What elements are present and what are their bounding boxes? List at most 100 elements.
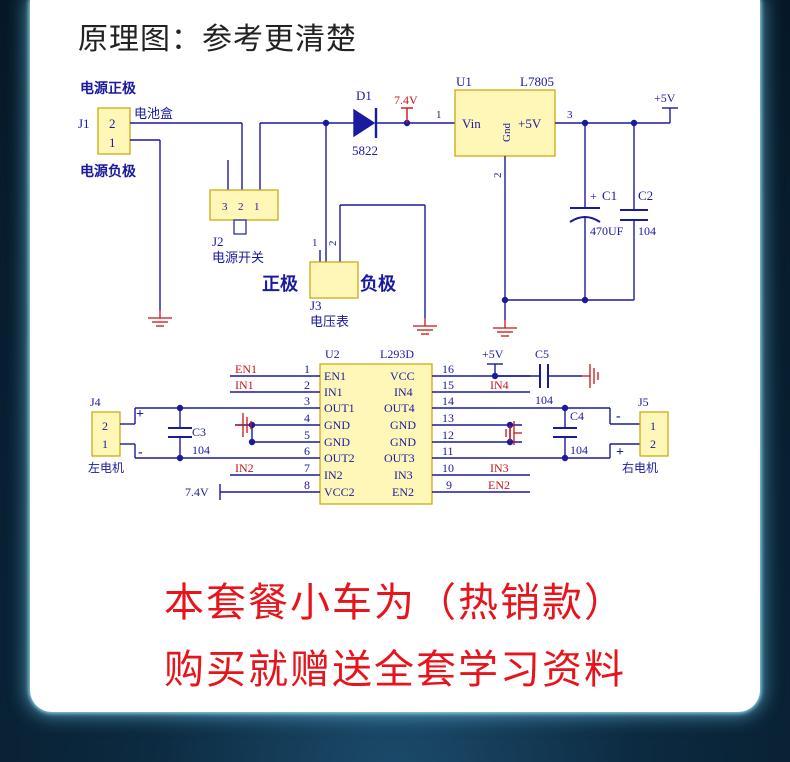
u2-pin-11-name: OUT3 xyxy=(384,451,415,465)
page-title: 原理图：参考更清楚 xyxy=(78,22,357,57)
j5-name: 右电机 xyxy=(622,460,658,475)
c4-value: 104 xyxy=(570,443,588,457)
net-in1: IN1 xyxy=(235,378,254,392)
c3-value: 104 xyxy=(192,443,210,457)
u2-pin-6-name: OUT2 xyxy=(324,451,355,465)
u2-pin-12-name: GND xyxy=(390,435,416,449)
net-en1: EN1 xyxy=(235,362,257,376)
u1-pin2: 2 xyxy=(492,173,504,179)
j4-name: 左电机 xyxy=(88,460,124,475)
u2-pin-12-num: 12 xyxy=(442,428,454,442)
net-in4: IN4 xyxy=(490,378,509,392)
u2-pin-1-num: 1 xyxy=(304,362,310,376)
j5-ref: J5 xyxy=(638,395,649,409)
u2-pin-2-name: IN1 xyxy=(324,385,343,399)
u1-part: L7805 xyxy=(520,74,554,89)
promo-line-2: 购买就赠送全套学习资料 xyxy=(164,647,626,693)
j2-pin2: 2 xyxy=(238,201,244,213)
j4-pin1: 1 xyxy=(102,437,108,451)
u2-pin-13-num: 13 xyxy=(442,411,454,425)
u2-pin-4-name: GND xyxy=(324,418,350,432)
u1-gnd: Gnd xyxy=(501,123,513,142)
vcc2-label: 7.4V xyxy=(185,485,209,499)
d1-ref: D1 xyxy=(356,88,372,103)
driver-section xyxy=(91,363,669,505)
u1-vin: Vin xyxy=(462,116,481,131)
u2-driver-ic xyxy=(319,363,433,505)
j4-pin2: 2 xyxy=(102,419,108,433)
u2-pin-10-num: 10 xyxy=(442,461,454,475)
j3-neg: 负极 xyxy=(360,273,397,294)
c5-value: 104 xyxy=(535,393,553,407)
u2-pin-6-num: 6 xyxy=(304,444,310,458)
ground-j1 xyxy=(147,309,173,327)
u2-pin-16-name: VCC xyxy=(390,369,415,383)
u1-ref: U1 xyxy=(456,74,472,89)
j5-pin2: 2 xyxy=(650,437,656,451)
c4-ref: C4 xyxy=(570,409,584,423)
u1-pin3: 3 xyxy=(567,109,573,121)
j3-voltmeter xyxy=(309,261,359,299)
u2-pin-15-name: IN4 xyxy=(394,385,413,399)
j4-plus: + xyxy=(136,407,144,422)
j3-ref: J3 xyxy=(310,298,322,313)
j3-pin2: 2 xyxy=(327,241,339,247)
ground-c5 xyxy=(581,363,599,389)
d1-diode xyxy=(353,108,376,138)
u2-pin-3-name: OUT1 xyxy=(324,401,355,415)
u2-pin-5-num: 5 xyxy=(304,428,310,442)
driver-labels: U2 L293D 1 2 3 4 5 6 7 8 EN1 IN1 OUT1 GN… xyxy=(88,347,658,499)
net-in2: IN2 xyxy=(235,461,254,475)
u2-pin-4-num: 4 xyxy=(304,411,310,425)
u2-pin-3-num: 3 xyxy=(304,394,310,408)
c1-value: 470UF xyxy=(590,224,624,238)
promo-line-1: 本套餐小车为（热销款） xyxy=(164,580,626,626)
j1-ref: J1 xyxy=(78,116,90,131)
j3-pin1: 1 xyxy=(312,237,318,249)
u2-pin-7-name: IN2 xyxy=(324,468,343,482)
j2-name: 电源开关 xyxy=(212,250,264,265)
d1-voltage: 7.4V xyxy=(394,93,418,107)
u2-pin-16-num: 16 xyxy=(442,362,454,376)
u2-pin-15-num: 15 xyxy=(442,378,454,392)
u2-pin-9-num: 9 xyxy=(446,478,452,492)
j4-ref: J4 xyxy=(90,395,101,409)
j2-ref: J2 xyxy=(212,234,224,249)
power-section xyxy=(97,89,678,320)
u2-pin-14-num: 14 xyxy=(442,394,454,408)
vcc-label: +5V xyxy=(482,347,504,361)
u2-pin-8-name: VCC2 xyxy=(324,485,355,499)
u2-pin-10-name: IN3 xyxy=(394,468,413,482)
j1-neg-label: 电源负极 xyxy=(80,163,137,180)
u1-vout: +5V xyxy=(518,116,542,131)
j5-plus: + xyxy=(616,445,624,460)
u2-pin-1-name: EN1 xyxy=(324,369,346,383)
u2-pin-8-num: 8 xyxy=(304,478,310,492)
vout-label: +5V xyxy=(654,91,676,105)
u1-regulator xyxy=(454,89,556,157)
schematic-diagram: 电源正极 电源负极 J1 2 1 电池盒 3 2 1 J2 电源开关 D1 58… xyxy=(78,74,678,505)
u2-pin-13-name: GND xyxy=(390,418,416,432)
j2-pin1: 1 xyxy=(254,201,260,213)
j4-minus: - xyxy=(138,445,143,460)
c3-ref: C3 xyxy=(192,425,206,439)
u2-ref: U2 xyxy=(325,347,340,361)
net-en2: EN2 xyxy=(488,478,510,492)
schematic-card: 原理图：参考更清楚 xyxy=(30,0,760,712)
ground-j3 xyxy=(412,317,438,335)
u2-pin-9-name: EN2 xyxy=(392,485,414,499)
u2-part: L293D xyxy=(380,347,414,361)
j3-name: 电压表 xyxy=(310,314,349,329)
net-in3: IN3 xyxy=(490,461,509,475)
j5-right-motor xyxy=(639,411,669,457)
u2-pin-11-num: 11 xyxy=(442,444,454,458)
j1-pin1: 1 xyxy=(109,135,116,150)
d1-part: 5822 xyxy=(352,143,378,158)
j3-pos: 正极 xyxy=(262,274,299,294)
u2-pin-2-num: 2 xyxy=(304,378,310,392)
j2-switch xyxy=(209,189,279,221)
c5-ref: C5 xyxy=(535,347,549,361)
u1-pin1: 1 xyxy=(436,109,442,121)
j1-pos-label: 电源正极 xyxy=(80,80,137,97)
u2-pin-14-name: OUT4 xyxy=(384,401,415,415)
